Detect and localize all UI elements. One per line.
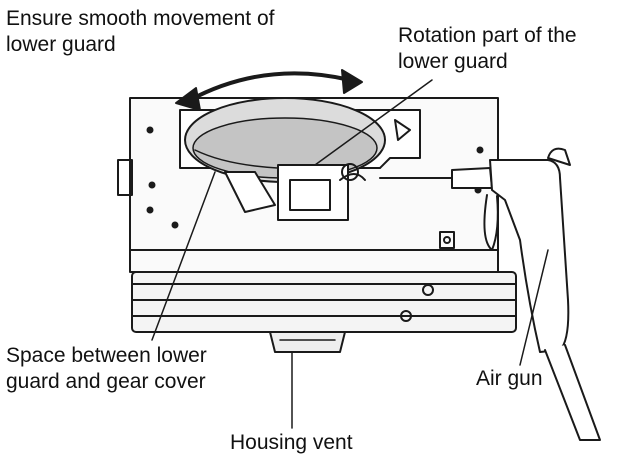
leader-air-gun [519, 249, 549, 366]
label-rotation-part-line-2: lower guard [398, 50, 508, 73]
housing-vent [269, 331, 346, 353]
label-rotation-part: Rotation part of the lower guard [398, 23, 577, 75]
label-air-gun: Air gun [476, 367, 543, 390]
label-space-between: Space between lower guard and gear cover [6, 343, 207, 395]
label-smooth-movement-line-1: Ensure smooth movement of [6, 7, 275, 30]
leader-space-between [151, 171, 216, 341]
leader-rotation-part [314, 79, 433, 166]
label-housing-vent: Housing vent [230, 431, 353, 454]
label-smooth-movement-line-2: lower guard [6, 33, 116, 56]
lower-guard [184, 97, 386, 183]
movement-arrow [175, 69, 363, 111]
label-space-between-line-1: Space between lower [6, 344, 207, 367]
label-smooth-movement: Ensure smooth movement of lower guard [6, 6, 274, 58]
base-plate [131, 271, 517, 333]
gear-cover [224, 163, 366, 221]
label-space-between-line-2: guard and gear cover [6, 370, 206, 393]
label-rotation-part-line-1: Rotation part of the [398, 24, 577, 47]
air-gun [379, 147, 601, 441]
